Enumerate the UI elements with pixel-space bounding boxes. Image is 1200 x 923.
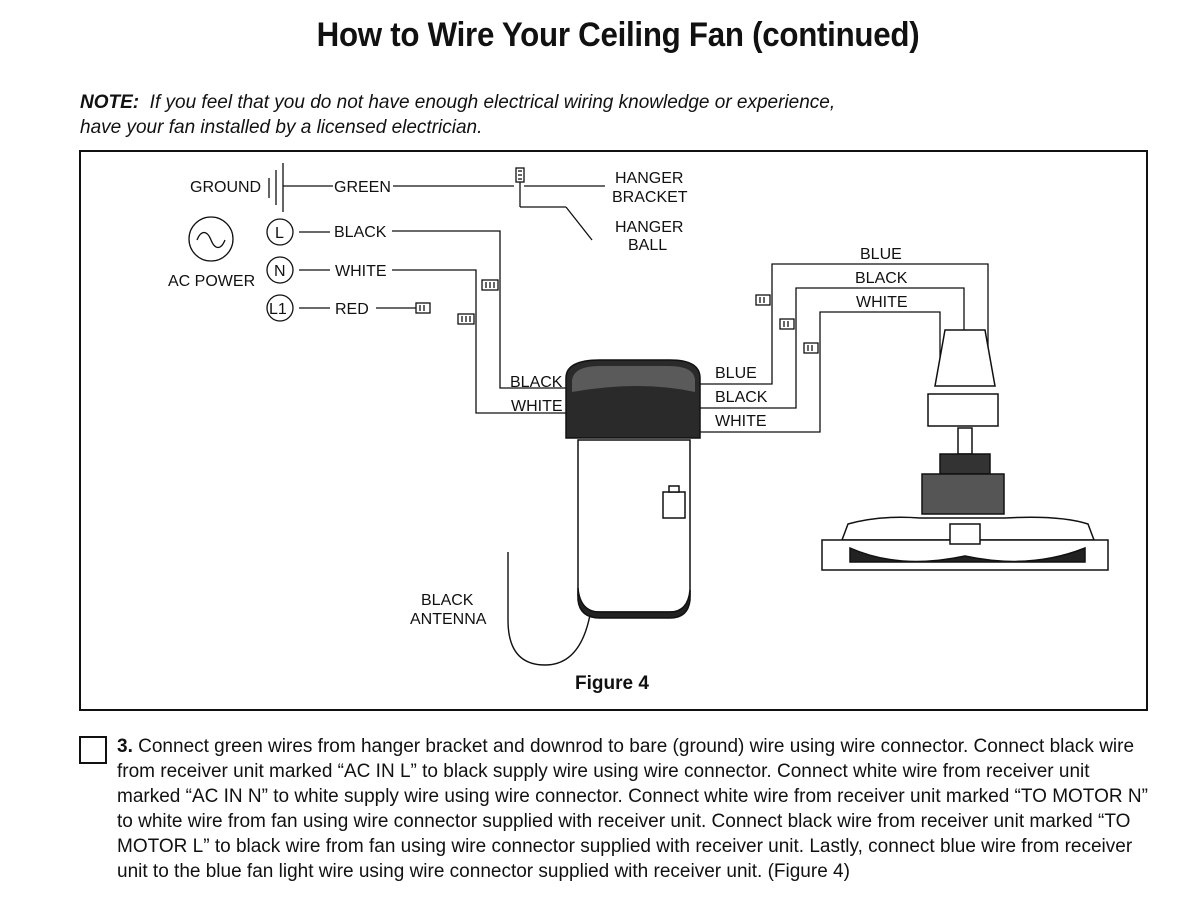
supply-red-label: RED — [335, 301, 369, 318]
antenna-label-2: ANTENNA — [410, 611, 487, 628]
connector-red — [415, 302, 431, 314]
output-black-wire — [700, 287, 965, 409]
receiver-out-white-label: WHITE — [715, 413, 767, 430]
figure-caption: Figure 4 — [575, 673, 649, 694]
antenna-wire — [507, 552, 591, 666]
fan-white-label: WHITE — [856, 294, 908, 311]
receiver-out-blue-label: BLUE — [715, 365, 757, 382]
connector-output-blue — [755, 294, 771, 306]
step-instructions: 3. Connect green wires from hanger brack… — [117, 734, 1157, 884]
terminal-l-circle — [266, 218, 294, 246]
ceiling-fan — [821, 329, 1109, 571]
terminal-l1-circle — [266, 294, 294, 322]
page-title: How to Wire Your Ceiling Fan (continued) — [316, 16, 920, 54]
note-text: If you feel that you do not have enough … — [149, 92, 836, 113]
supply-black-wire — [392, 230, 578, 389]
receiver-out-black-label: BLACK — [715, 389, 768, 406]
note-text-2: have your fan installed by a licensed el… — [80, 117, 483, 138]
terminal-n-label: N — [274, 263, 286, 280]
hanger-bracket-label: HANGER — [615, 170, 683, 187]
ac-power-symbol — [188, 216, 234, 262]
connector-output-white — [803, 342, 819, 354]
hanger-bracket-connector — [515, 167, 605, 241]
step-number: 3. — [117, 736, 133, 757]
ground-symbol — [268, 163, 333, 212]
supply-white-label: WHITE — [335, 263, 387, 280]
connector-white — [457, 313, 475, 325]
hanger-ball-label-2: BALL — [628, 237, 667, 254]
connector-output-black — [779, 318, 795, 330]
note-label: NOTE: — [80, 92, 140, 113]
note: NOTE: If you feel that you do not have e… — [80, 90, 980, 140]
ground-label: GROUND — [190, 179, 261, 196]
connector-black — [481, 279, 499, 291]
receiver-in-white-label: WHITE — [511, 398, 563, 415]
receiver-unit — [565, 359, 701, 619]
fan-blue-label: BLUE — [860, 246, 902, 263]
ac-power-label: AC POWER — [168, 273, 255, 290]
fan-black-label: BLACK — [855, 270, 908, 287]
step-text: Connect green wires from hanger bracket … — [117, 736, 1148, 882]
figure-frame — [79, 150, 1148, 711]
receiver-in-black-label: BLACK — [510, 374, 563, 391]
hanger-bracket-label-2: BRACKET — [612, 189, 688, 206]
supply-black-label: BLACK — [334, 224, 387, 241]
terminal-l-label: L — [275, 225, 284, 242]
hanger-ball-label: HANGER — [615, 219, 683, 236]
output-white-wire — [700, 311, 941, 433]
step-checkbox[interactable] — [79, 736, 107, 764]
terminal-l1-label: L1 — [269, 301, 287, 318]
supply-white-wire — [392, 269, 578, 414]
antenna-label: BLACK — [421, 592, 474, 609]
output-blue-wire — [700, 263, 989, 386]
terminal-n-circle — [266, 256, 294, 284]
green-label: GREEN — [334, 179, 391, 196]
